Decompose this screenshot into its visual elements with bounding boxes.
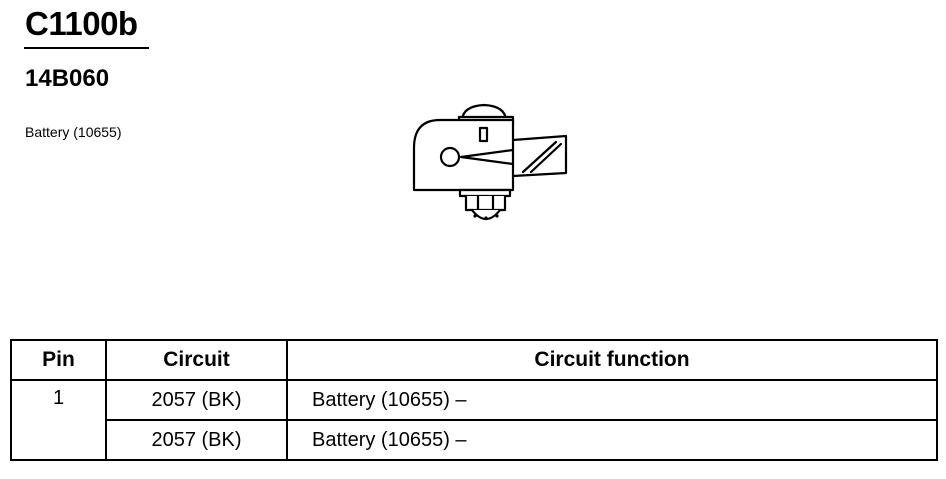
title-underline — [24, 47, 149, 49]
pin-table: Pin Circuit Circuit function 1 2057 (BK)… — [10, 339, 938, 461]
circuit-function-value: Battery (10655) – — [286, 419, 938, 461]
part-number: 14B060 — [25, 65, 110, 92]
table-row: 1 2057 (BK) Battery (10655) – — [10, 379, 938, 461]
circuit-function-value: Battery (10655) – — [286, 379, 938, 421]
pin-header: Pin — [10, 339, 107, 381]
circuit-value: 2057 (BK) — [105, 379, 288, 421]
table-header-row: Pin Circuit Circuit function — [10, 339, 938, 381]
battery-terminal-connector-icon — [412, 103, 568, 221]
component-label: Battery (10655) — [25, 124, 122, 140]
table-row: 2057 (BK) Battery (10655) – — [11, 419, 938, 461]
circuit-value: 2057 (BK) — [105, 419, 288, 461]
pin-number: 1 — [10, 379, 107, 461]
circuit-header: Circuit — [105, 339, 288, 381]
circuit-function-header: Circuit function — [286, 339, 938, 381]
connector-id: C1100b — [25, 5, 138, 42]
